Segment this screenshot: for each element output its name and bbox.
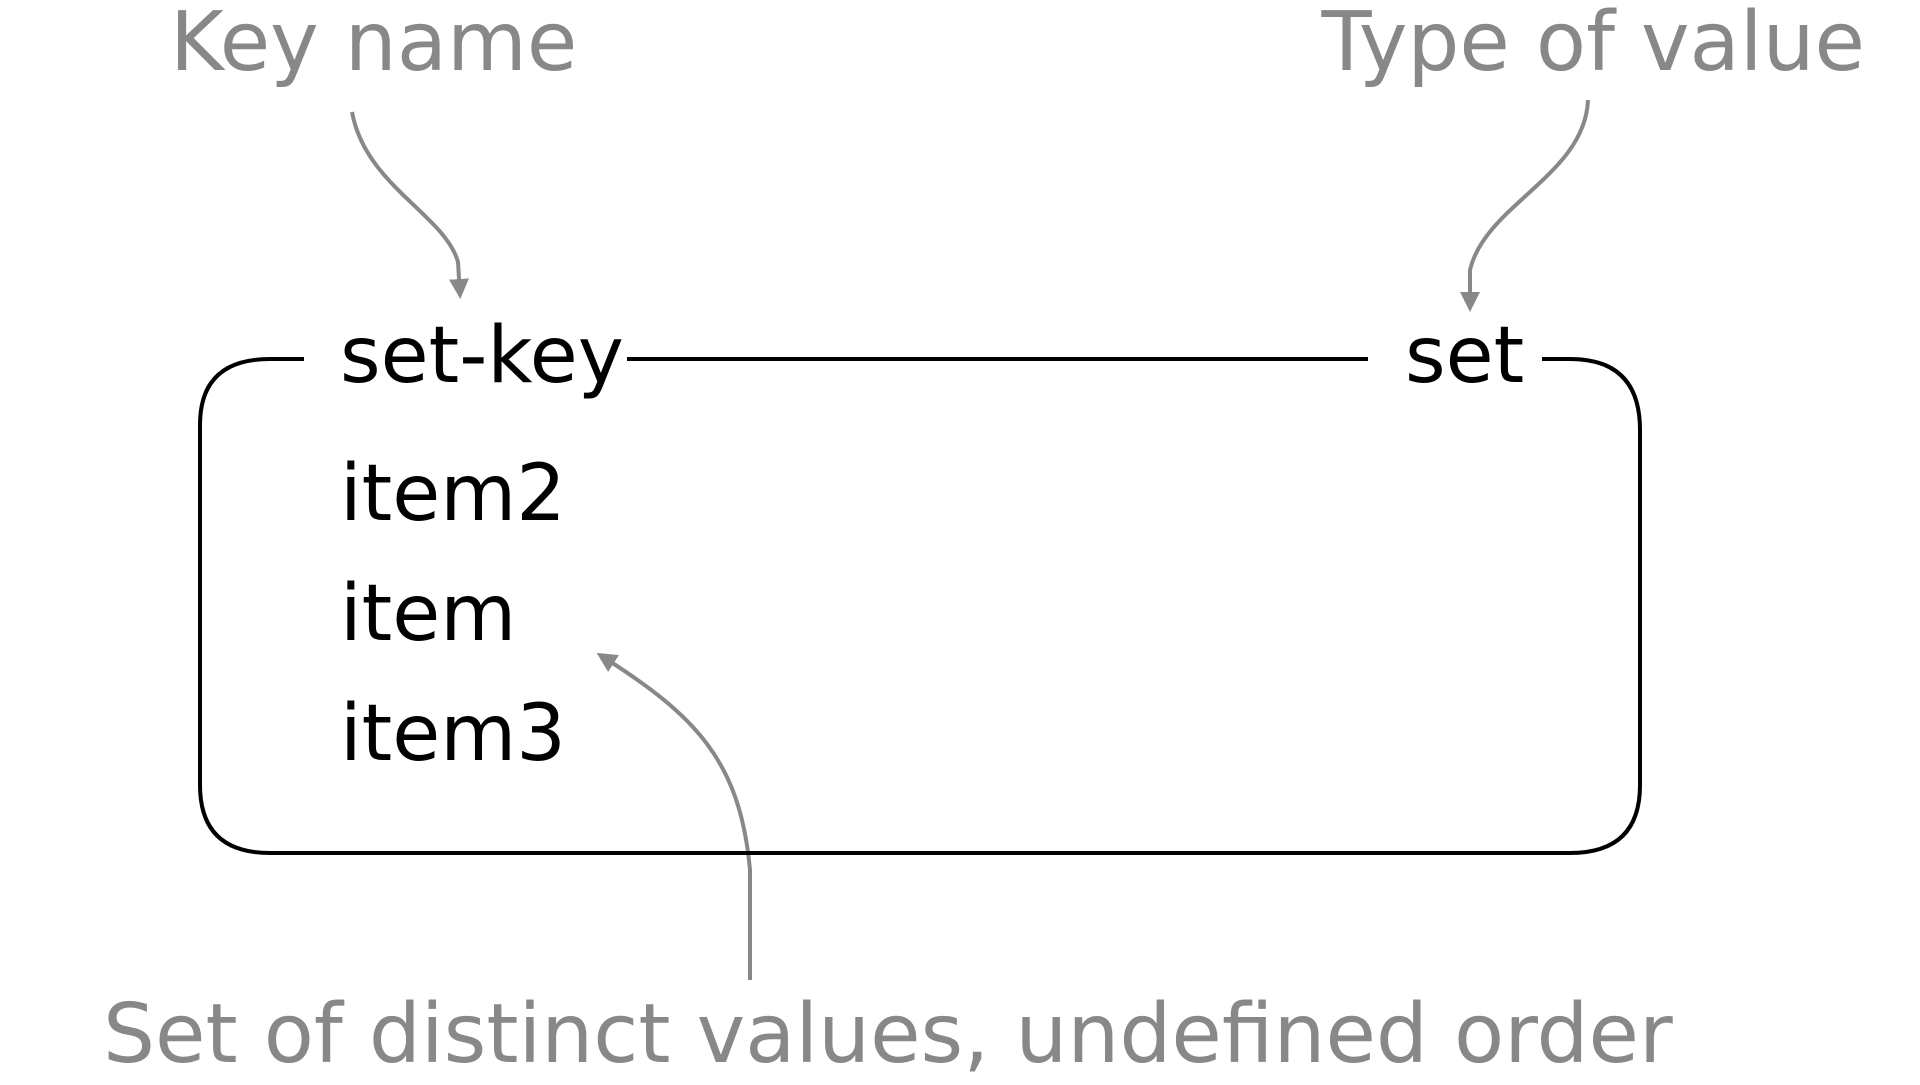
type-of-value-arrow: [1460, 99, 1590, 312]
type-label: set: [1405, 311, 1524, 401]
type-of-value-annotation: Type of value: [1321, 0, 1866, 90]
set-item: item3: [340, 689, 566, 779]
key-label: set-key: [340, 311, 624, 401]
set-description-arrow: [596, 652, 752, 980]
set-box-outline: [198, 357, 1642, 855]
key-name-annotation: Key name: [170, 0, 577, 90]
key-name-arrow: [350, 111, 470, 299]
set-description-annotation: Set of distinct values, undefined order: [103, 987, 1673, 1080]
set-item: item2: [340, 449, 566, 539]
set-item: item: [340, 569, 516, 659]
